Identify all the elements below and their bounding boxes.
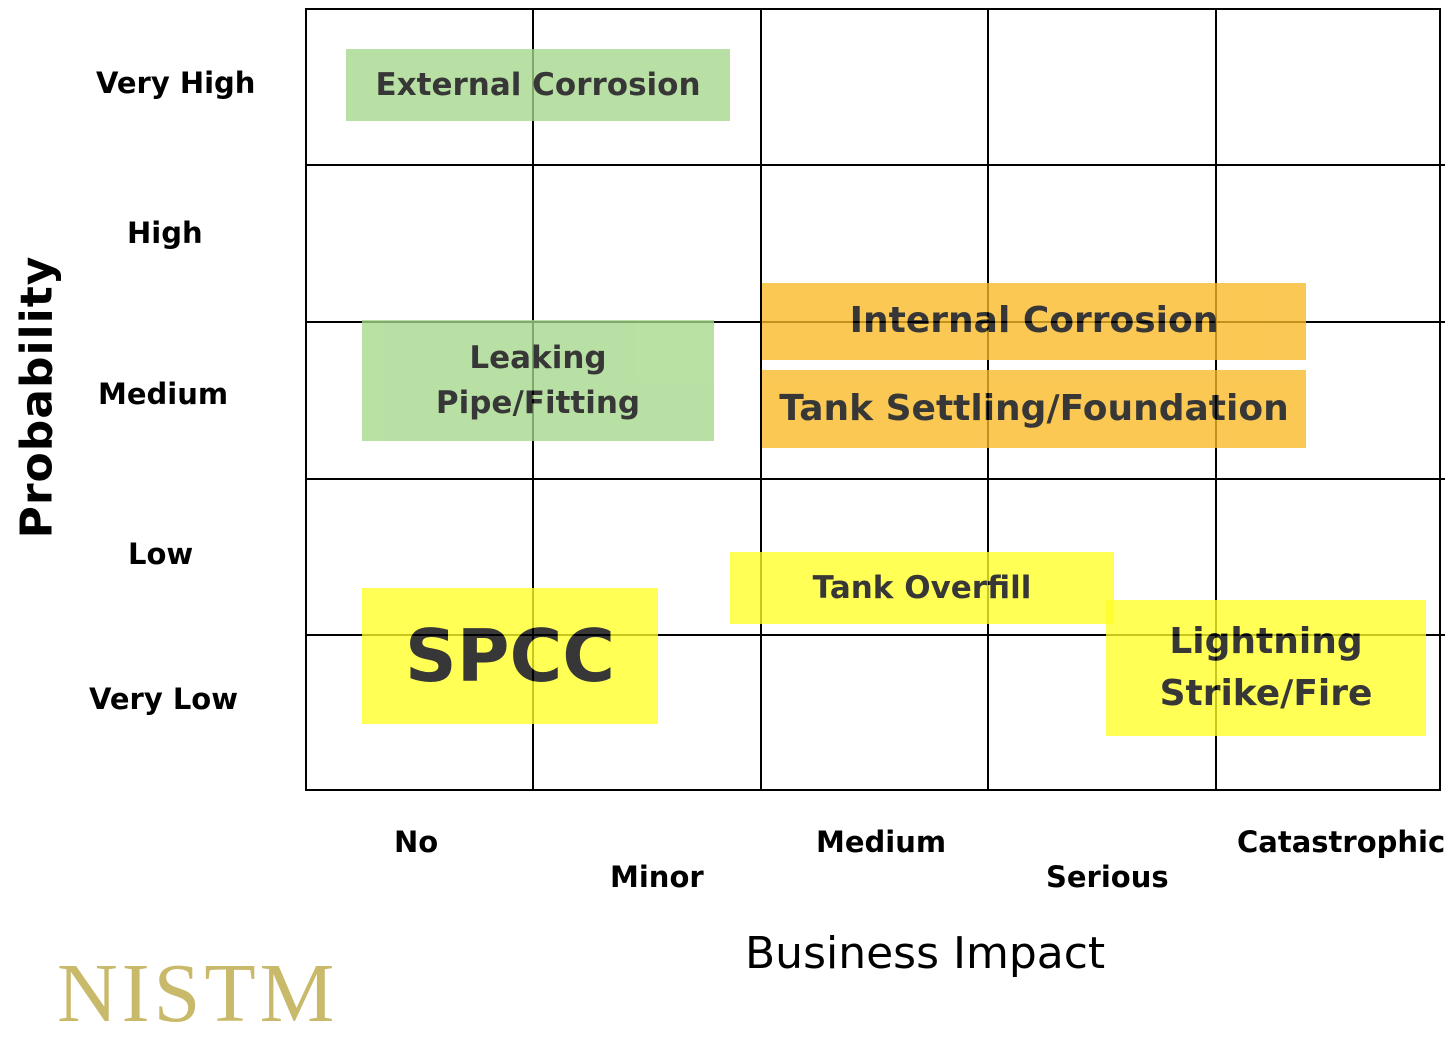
y-tick-label: Very Low (89, 682, 239, 716)
risk-lightning-strike-fire: Lightning Strike/Fire (1106, 600, 1426, 736)
y-tick-label: Very High (96, 66, 256, 100)
risk-label: Leaking (469, 339, 607, 376)
risk-tank-overfill: Tank Overfill (730, 552, 1114, 624)
risk-label: Strike/Fire (1159, 673, 1373, 714)
x-tick-label: Catastrophic (1237, 825, 1446, 859)
grid-line (307, 478, 1445, 480)
x-axis-title: Business Impact (745, 928, 1106, 979)
x-tick-label: Minor (610, 860, 704, 894)
risk-leaking-pipe-fitting: Leaking Pipe/Fitting (362, 320, 714, 441)
risk-label: SPCC (404, 613, 616, 698)
grid-line (307, 164, 1445, 166)
risk-label: Lightning (1169, 620, 1363, 662)
risk-tank-settling: Tank Settling/Foundation (762, 370, 1306, 448)
risk-label: Internal Corrosion (849, 300, 1219, 342)
risk-internal-corrosion: Internal Corrosion (762, 283, 1306, 360)
y-tick-label: Low (128, 537, 194, 571)
risk-label: External Corrosion (375, 66, 701, 103)
x-tick-label: Serious (1046, 860, 1169, 894)
risk-external-corrosion: External Corrosion (346, 49, 730, 121)
y-tick-label: Medium (98, 377, 229, 411)
x-tick-label: No (394, 825, 439, 859)
risk-label: Tank Overfill (812, 569, 1032, 606)
grid-line (307, 634, 1445, 636)
y-tick-label: High (127, 216, 203, 250)
y-axis-title: Probability (11, 255, 63, 539)
risk-label: Pipe/Fitting (435, 384, 641, 421)
x-tick-label: Medium (816, 825, 947, 859)
risk-label: Tank Settling/Foundation (779, 387, 1289, 429)
risk-spcc: SPCC (362, 588, 658, 724)
grid-line (760, 10, 762, 789)
nistm-logo: NISTM (57, 947, 339, 1040)
